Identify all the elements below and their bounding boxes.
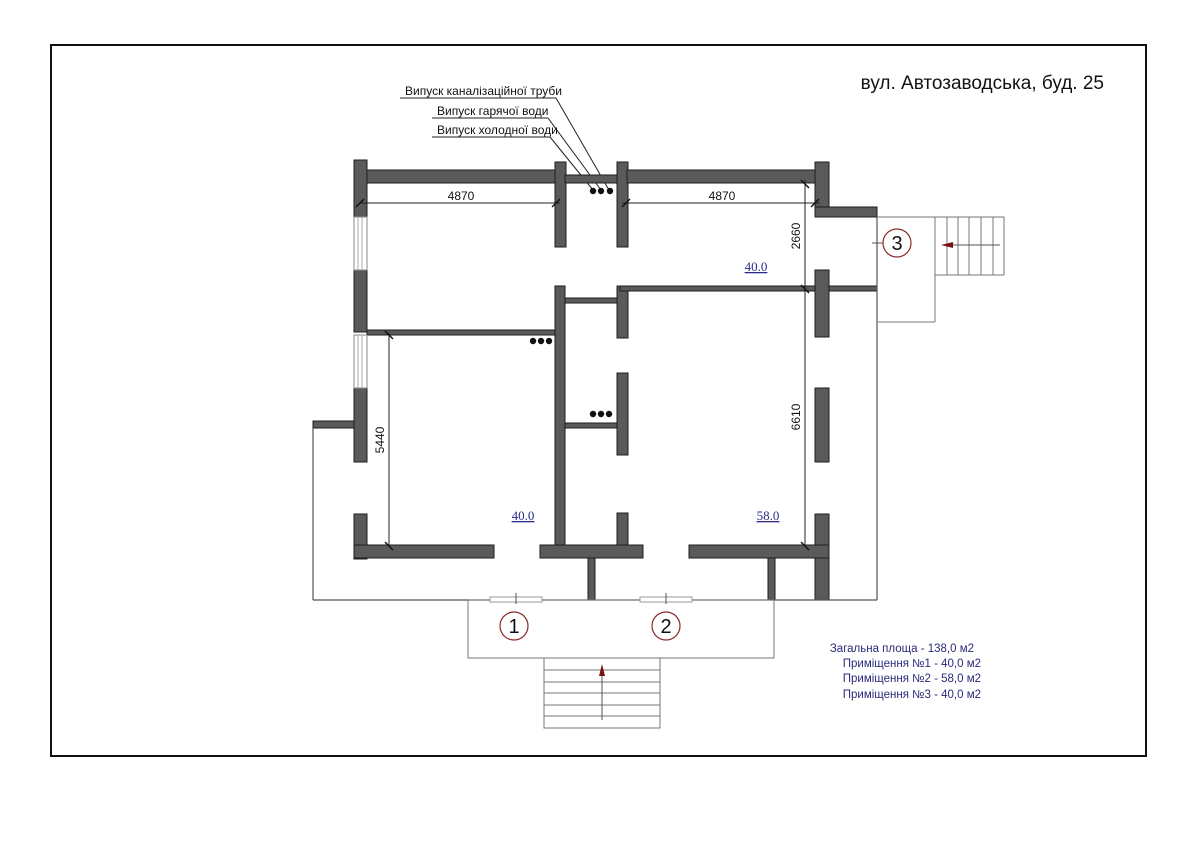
- svg-text:3: 3: [891, 233, 902, 255]
- entrance-marker-1: 1: [499, 611, 529, 641]
- utility-label-hot-water: Випуск гарячої води: [437, 104, 548, 118]
- utility-labels: Випуск каналізаційної труби Випуск гаряч…: [400, 84, 610, 191]
- summary-room-3: Приміщення №3 - 40,0 м2: [843, 689, 981, 701]
- utility-label-sewer: Випуск каналізаційної труби: [405, 84, 562, 98]
- svg-text:2: 2: [660, 616, 671, 638]
- dimension-lines: 4870 4870 2660 5440 6610: [355, 179, 820, 551]
- summary-room-2: Приміщення №2 - 58,0 м2: [843, 673, 981, 685]
- three-dot-outlet-icon: [589, 410, 613, 418]
- up-arrow-icon: [599, 664, 605, 676]
- dim-top-right: 4870: [709, 189, 736, 203]
- entrance-marker-3: 3: [882, 228, 912, 258]
- left-arrow-icon: [941, 242, 953, 248]
- dim-top-left: 4870: [448, 189, 475, 203]
- utility-label-cold-water: Випуск холодної води: [437, 123, 558, 137]
- room-area-left: 40.0: [512, 508, 535, 523]
- address-title: вул. Автозаводська, буд. 25: [861, 73, 1104, 94]
- svg-text:1: 1: [508, 616, 519, 638]
- walls: [312, 159, 878, 601]
- windows: [353, 216, 368, 389]
- three-dot-outlet-icon: [589, 187, 614, 195]
- drawing-frame: [50, 44, 1147, 757]
- area-summary: Загальна площа - 138,0 м2 Приміщення №1 …: [830, 643, 981, 701]
- dim-right-room-depth: 6610: [789, 403, 803, 430]
- room-area-top: 40.0: [745, 259, 768, 274]
- front-stairs: [543, 657, 661, 729]
- dim-corridor-depth: 2660: [789, 222, 803, 249]
- entrance-marker-2: 2: [651, 611, 681, 641]
- dim-left-room-depth: 5440: [373, 426, 387, 453]
- doors: [489, 242, 885, 604]
- summary-room-1: Приміщення №1 - 40,0 м2: [843, 658, 981, 670]
- summary-total: Загальна площа - 138,0 м2: [830, 643, 974, 655]
- room-area-right: 58.0: [757, 508, 780, 523]
- three-dot-outlet-icon: [529, 337, 553, 345]
- side-stairs: [934, 216, 1005, 276]
